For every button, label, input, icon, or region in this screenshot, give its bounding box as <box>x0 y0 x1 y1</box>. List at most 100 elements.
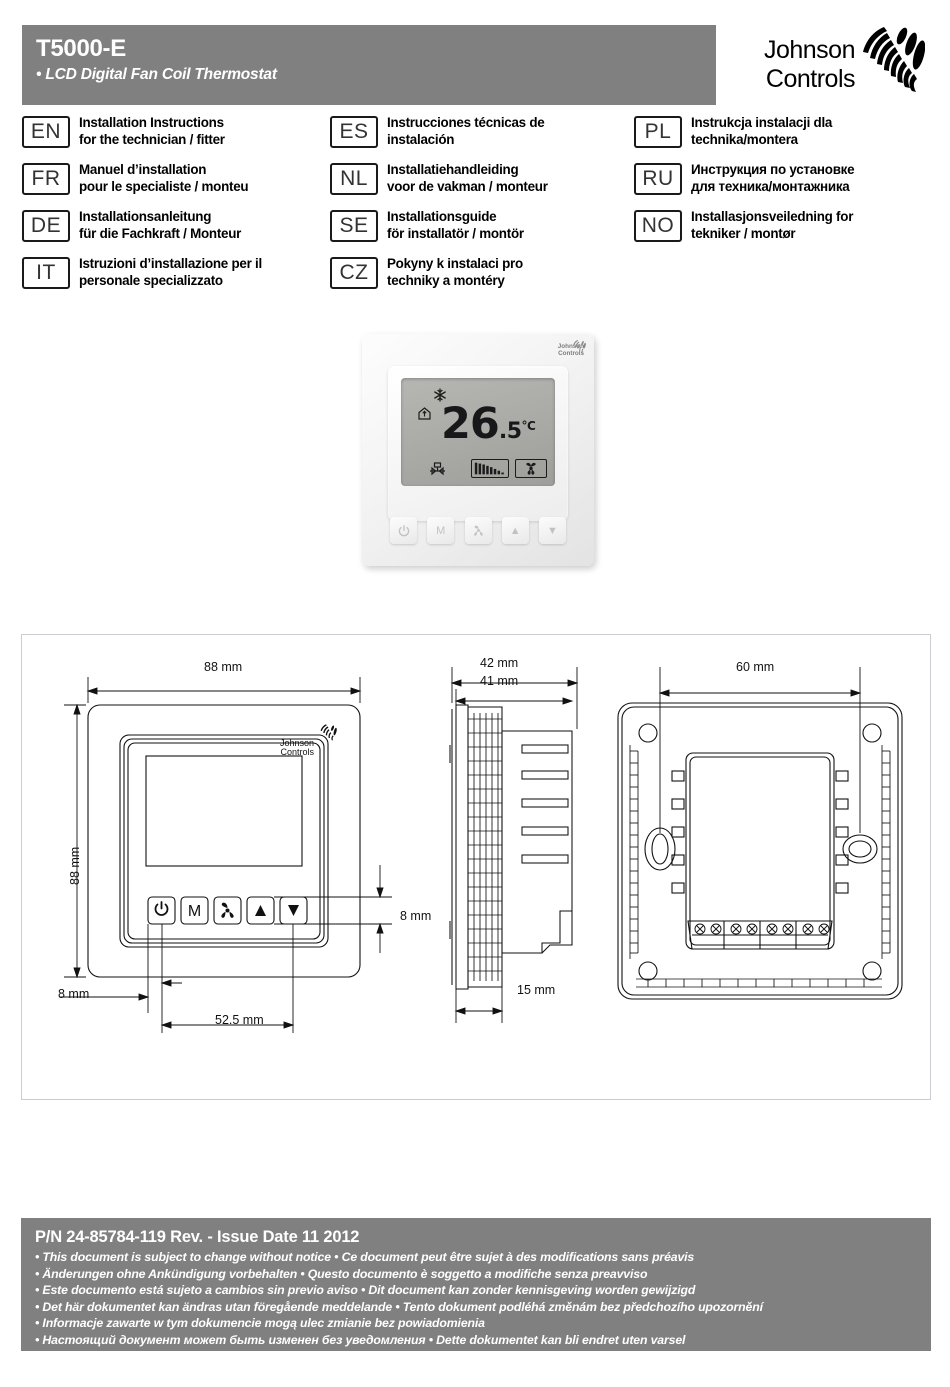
language-code-it: IT <box>22 257 70 289</box>
side-view-drawing <box>449 667 579 1023</box>
language-text-it: Istruzioni d’installazione per il person… <box>79 255 262 289</box>
bezel-offset-dimension: 8 mm <box>58 987 90 1001</box>
technical-drawing-panel: M Johnson Controls <box>21 634 931 1100</box>
lcd-display: 26.5°C <box>401 378 555 486</box>
language-text-line2: für die Fachkraft / Monteur <box>79 225 242 241</box>
johnson-controls-logo: Johnson Controls <box>715 22 930 110</box>
language-text-ru: Инструкция по установке для техника/монт… <box>691 161 855 195</box>
down-button[interactable]: ▼ <box>539 517 566 544</box>
language-text-line1: Installasjonsveiledning for <box>691 209 854 224</box>
thermostat-button-row: M ▲ ▼ <box>390 517 566 544</box>
language-text-line1: Installatiehandleiding <box>387 162 519 177</box>
language-column-3: PL Instrukcja instalacji dla technika/mo… <box>634 114 934 255</box>
mode-button-label: M <box>436 524 446 537</box>
language-row-ru: RU Инструкция по установке для техника/м… <box>634 161 934 199</box>
language-text-cz: Pokyny k instalaci pro techniky a montér… <box>387 255 523 289</box>
up-button[interactable]: ▲ <box>501 517 529 544</box>
language-code-de: DE <box>22 210 70 242</box>
photo-brand-line-1: Johnson <box>557 343 584 350</box>
rear-mounting-hole-dimension: 60 mm <box>736 660 775 674</box>
page-footer: P/N 24-85784-119 Rev. - Issue Date 11 20… <box>21 1218 931 1351</box>
brand-wordmark: Johnson Controls <box>715 36 856 94</box>
language-text-line1: Instrucciones técnicas de <box>387 115 545 130</box>
power-icon <box>398 524 409 536</box>
language-text-fr: Manuel d’installation pour le specialist… <box>79 161 249 195</box>
language-text-line1: Instrukcja instalacji dla <box>691 115 833 130</box>
front-view-mode-label: M <box>188 903 201 920</box>
notice-line-3: • Este documento está sujeto a cambios s… <box>35 1283 696 1298</box>
language-text-line2: tekniker / montør <box>691 225 796 241</box>
language-code-nl: NL <box>330 163 378 195</box>
language-row-nl: NL Installatiehandleiding voor de vakman… <box>330 161 630 199</box>
brand-line-2: Controls <box>765 65 856 93</box>
power-button[interactable] <box>390 517 417 544</box>
rear-view-drawing <box>617 667 903 1000</box>
language-row-de: DE Installationsanleitung für die Fachkr… <box>22 208 327 246</box>
language-row-se: SE Installationsguide för installatör / … <box>330 208 630 246</box>
mode-button[interactable]: M <box>427 517 455 544</box>
language-row-es: ES Instrucciones técnicas de instalación <box>330 114 630 152</box>
language-text-en: Installation Instructions for the techni… <box>79 114 225 148</box>
front-view-power-icon <box>154 901 169 916</box>
photo-brand-line-2: Controls <box>558 350 584 357</box>
language-row-pl: PL Instrukcja instalacji dla technika/mo… <box>634 114 934 152</box>
language-text-line1: Installationsguide <box>387 209 497 224</box>
language-row-en: EN Installation Instructions for the tec… <box>22 114 327 152</box>
lcd-temperature-readout: 26.5°C <box>441 399 536 454</box>
language-text-se: Installationsguide för installatör / mon… <box>387 208 524 242</box>
fan-button[interactable] <box>464 517 492 544</box>
language-code-ru: RU <box>634 163 682 195</box>
language-code-cz: CZ <box>330 257 378 289</box>
front-view-brand-line-1: Johnson <box>280 738 314 748</box>
language-text-line1: Pokyny k instalaci pro <box>387 256 523 271</box>
language-list: EN Installation Instructions for the tec… <box>22 114 932 314</box>
notice-line-1: • This document is subject to change wit… <box>35 1250 695 1264</box>
side-front-depth-dimension: 15 mm <box>517 983 556 997</box>
notice-line-5: • Informacje zawarte w tym dokumencie mo… <box>35 1316 485 1331</box>
language-text-nl: Installatiehandleiding voor de vakman / … <box>387 161 548 195</box>
page-subtitle: • LCD Digital Fan Coil Thermostat <box>36 66 277 83</box>
language-text-de: Installationsanleitung für die Fachkraft… <box>79 208 241 242</box>
notice-line-4: • Det här dokumentet kan ändras utan för… <box>35 1299 763 1314</box>
language-column-1: EN Installation Instructions for the tec… <box>22 114 327 302</box>
button-span-dimension: 52.5 mm <box>215 1013 264 1027</box>
language-code-se: SE <box>330 210 378 242</box>
thermostat-bezel: 26.5°C <box>388 366 568 521</box>
language-row-cz: CZ Pokyny k instalaci pro techniky a mon… <box>330 255 630 293</box>
side-body-depth-dimension: 41 mm <box>480 674 519 688</box>
fan-icon <box>515 459 547 478</box>
lcd-temp-integer: 26 <box>441 399 500 449</box>
language-row-fr: FR Manuel d’installation pour le special… <box>22 161 327 199</box>
notice-line-2: • Änderungen ohne Ankündigung vorbehalte… <box>35 1266 648 1281</box>
language-column-2: ES Instrucciones técnicas de instalación… <box>330 114 630 302</box>
front-width-dimension: 88 mm <box>204 660 243 674</box>
front-view-up-icon <box>255 905 266 916</box>
lcd-temp-unit: °C <box>521 419 536 433</box>
language-code-fr: FR <box>22 163 70 195</box>
product-photo-area: Johnson Controls 26. <box>0 322 950 607</box>
side-total-depth-dimension: 42 mm <box>480 656 519 670</box>
front-view-down-icon <box>288 905 299 916</box>
valve-icon <box>430 462 445 476</box>
language-text-line2: pour le specialiste / monteu <box>79 178 249 194</box>
language-text-line1: Installationsanleitung <box>79 209 212 224</box>
front-view-brand-line-2: Controls <box>280 747 314 757</box>
language-code-es: ES <box>330 116 378 148</box>
language-code-pl: PL <box>634 116 682 148</box>
language-text-line1: Manuel d’installation <box>79 162 207 177</box>
language-text-line2: instalación <box>387 131 455 147</box>
button-band-dimension: 8 mm <box>400 909 432 923</box>
language-text-line1: Istruzioni d’installazione per il <box>79 256 262 271</box>
part-number-line: P/N 24-85784-119 Rev. - Issue Date 11 20… <box>35 1228 360 1246</box>
language-row-it: IT Istruzioni d’installazione per il per… <box>22 255 327 293</box>
fan-speed-bars-icon <box>471 459 509 478</box>
thermostat-product-photo: Johnson Controls 26. <box>362 334 594 566</box>
johnson-controls-fingerprint-icon <box>320 724 337 741</box>
front-view-fan-icon <box>221 902 234 918</box>
home-icon <box>418 407 431 420</box>
down-arrow-icon: ▼ <box>547 524 558 537</box>
language-text-line2: для техника/монтажника <box>691 178 850 194</box>
fan-icon <box>473 525 483 536</box>
language-text-line2: personale specializzato <box>79 272 223 288</box>
up-arrow-icon: ▲ <box>509 524 521 537</box>
